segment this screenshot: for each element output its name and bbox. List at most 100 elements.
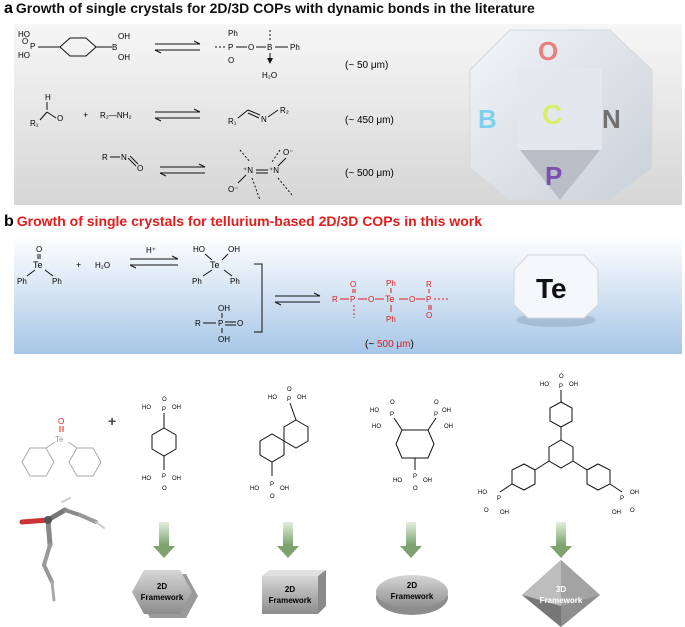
atom-label: OH: [172, 476, 181, 482]
atom-label: P: [350, 295, 355, 304]
atom-label: OH: [218, 304, 230, 313]
atom-label: O: [368, 295, 374, 304]
atom-label: OH: [228, 245, 240, 254]
atom-label: R₁: [30, 119, 39, 128]
framework-label: 2D: [407, 581, 417, 590]
crystal-structure-model: [19, 497, 105, 602]
atom-label: O: [22, 37, 28, 46]
atom-label: O: [350, 280, 356, 289]
atom-label: P: [413, 474, 417, 480]
polyhedron-ocbnp: O B C N P: [469, 29, 653, 201]
atom-label: HO: [18, 30, 30, 39]
crystal-size-label: (~ 450 μm): [345, 115, 394, 126]
cube-letter-c: C: [542, 99, 562, 130]
atom-label: HO: [268, 395, 277, 401]
atom-label: R₂—NH₂: [100, 111, 132, 120]
atom-label: OH: [118, 53, 130, 62]
atom-label: O: [57, 114, 63, 123]
atom-label: O: [36, 245, 42, 254]
atom-label: OH: [172, 405, 181, 411]
atom-label: O: [409, 295, 415, 304]
cube-letter-n: N: [602, 104, 621, 134]
atom-label: Ph: [386, 279, 396, 288]
atom-label: Ph: [290, 43, 300, 52]
framework-slab: 2D Framework: [262, 570, 326, 614]
section-a-title-text: Growth of single crystals for 2D/3D COPs…: [15, 0, 535, 16]
framework-label: 3D: [556, 585, 566, 594]
atom-label: P: [434, 412, 438, 418]
atom-label: N: [121, 153, 127, 162]
atom-label: P: [620, 496, 624, 502]
atom-label: R₁: [228, 117, 237, 126]
plus-sign: +: [83, 110, 88, 120]
atom-label: O: [228, 56, 234, 65]
atom-label: Ph: [228, 29, 238, 38]
linker-benzene-diphosphonic: HO P OH O HO P OH O: [142, 397, 181, 492]
atom-label: Ph: [386, 315, 396, 324]
cube-letter-p: P: [545, 161, 562, 191]
reaction-boronic-acid: O P HO HO B OH OH Ph P O O B Ph H₂O (~ 5…: [18, 29, 388, 80]
atom-label: O: [162, 397, 167, 403]
atom-label: HO: [18, 51, 30, 60]
cube-letter-o: O: [538, 36, 558, 66]
atom-label: P: [270, 482, 274, 488]
atom-label: OH: [630, 490, 639, 496]
atom-label: O⁻: [283, 148, 293, 157]
framework-label: Framework: [391, 592, 434, 601]
atom-label: R: [332, 295, 338, 304]
atom-label: Ph: [52, 277, 62, 286]
atom-label: O: [413, 486, 418, 492]
atom-label: HO: [540, 382, 549, 388]
atom-label: H: [45, 93, 51, 102]
plus-sign: +: [76, 260, 81, 270]
cube-label-te: Te: [536, 273, 567, 304]
atom-label: P: [228, 43, 233, 52]
atom-label: R: [426, 280, 432, 289]
atom-label: H⁺: [146, 246, 156, 255]
linker-benzene-triphosphonic: HO P HO O P OH OH O HO P OH O: [370, 400, 453, 492]
atom-label: OH: [118, 32, 130, 41]
green-arrows: [153, 522, 572, 558]
atom-label: P: [497, 496, 501, 502]
atom-label: O: [237, 319, 243, 328]
atom-label: ⁺N: [243, 166, 253, 175]
atom-label: Te: [33, 260, 43, 270]
framework-hexagon: 2D Framework: [132, 570, 198, 618]
atom-label: HO: [250, 486, 259, 492]
framework-octahedron: 3D Framework: [522, 560, 600, 627]
atom-label: HO: [372, 424, 381, 430]
atom-label: HO: [370, 408, 379, 414]
section-b-title-text: Growth of single crystals for tellurium-…: [16, 213, 482, 229]
linker-triphenylbenzene-triphosphonic: HO P OH O HO P O OH P OH O OH: [478, 374, 639, 516]
framework-label: 2D: [157, 582, 167, 591]
atom-label: R₂: [280, 106, 289, 115]
framework-label: Framework: [141, 593, 184, 602]
atom-label: O: [287, 387, 292, 393]
framework-label: Framework: [269, 596, 312, 605]
crystal-size-label: (~ 500 μm): [345, 168, 394, 179]
atom-label: OH: [423, 478, 432, 484]
plus-sign: +: [108, 413, 116, 429]
crystal-size-label: (~ 50 μm): [345, 60, 388, 71]
atom-label: R: [102, 153, 108, 162]
atom-label: O: [162, 486, 167, 492]
atom-label: B: [112, 43, 117, 52]
atom-label: O: [434, 400, 439, 406]
atom-label: R: [195, 319, 201, 328]
atom-label: OH: [569, 382, 578, 388]
atom-label: O: [630, 508, 635, 514]
atom-label: O: [270, 494, 275, 500]
atom-label: HO: [193, 245, 205, 254]
reaction-imine: H R₁ O + R₂—NH₂ R₁ N R₂ (~ 450 μm): [30, 93, 394, 128]
cube-letter-b: B: [478, 104, 497, 134]
section-a-letter: a: [4, 0, 13, 17]
framework-label: 2D: [285, 585, 295, 594]
atom-label: OH: [297, 395, 306, 401]
atom-label: O: [426, 311, 432, 320]
atom-label: HO: [478, 490, 487, 496]
framework-disc: 2D Framework: [376, 575, 448, 615]
crystal-size-label-b: (~ 500 μm): [365, 339, 414, 350]
